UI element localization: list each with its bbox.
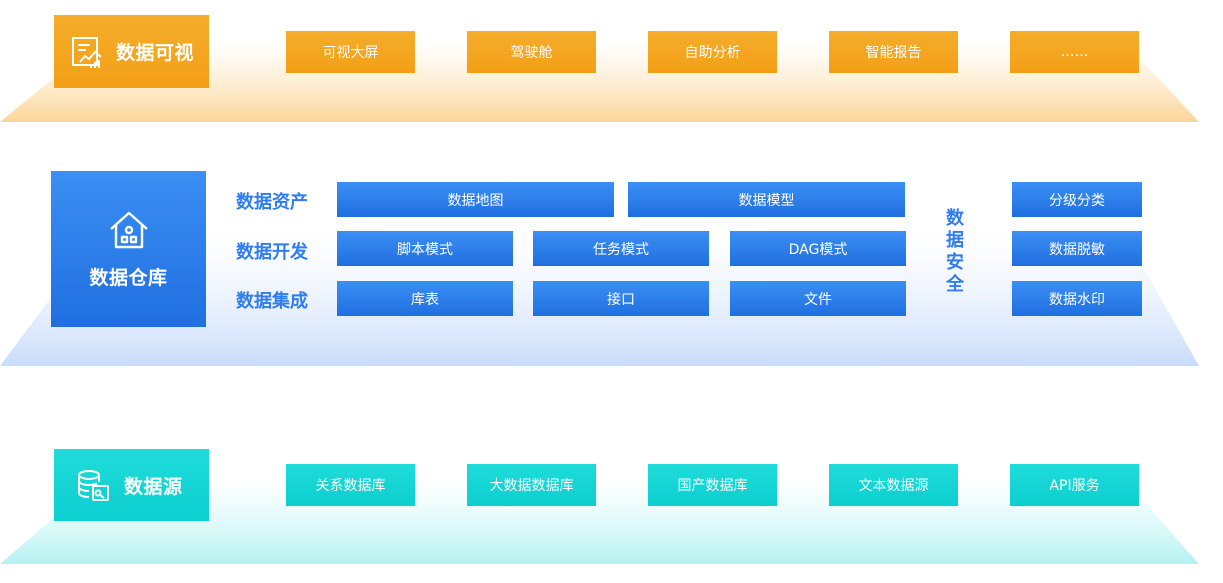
warehouse-item: DAG模式 <box>730 231 906 266</box>
warehouse-item: 任务模式 <box>533 231 709 266</box>
house-icon <box>108 209 150 251</box>
security-item: 数据脱敏 <box>1012 231 1142 266</box>
warehouse-layer-label: 数据仓库 <box>89 266 168 289</box>
warehouse-item: 数据模型 <box>628 182 905 217</box>
chart-report-icon <box>70 35 104 69</box>
source-layer-label: 数据源 <box>124 475 183 498</box>
visualization-item: …… <box>1010 31 1139 73</box>
source-item: 关系数据库 <box>286 464 415 506</box>
warehouse-item: 库表 <box>337 281 513 316</box>
row-label-data-integration: 数据集成 <box>236 291 308 312</box>
source-item: 大数据数据库 <box>467 464 596 506</box>
security-item: 分级分类 <box>1012 182 1142 217</box>
source-item: 国产数据库 <box>648 464 777 506</box>
security-item: 数据水印 <box>1012 281 1142 316</box>
visualization-item: 可视大屏 <box>286 31 415 73</box>
source-item: API服务 <box>1010 464 1139 506</box>
visualization-item: 驾驶舱 <box>467 31 596 73</box>
warehouse-item: 文件 <box>730 281 906 316</box>
visualization-layer-label: 数据可视 <box>116 42 195 64</box>
source-layer-title: 数据源 <box>54 449 209 521</box>
warehouse-item: 脚本模式 <box>337 231 513 266</box>
warehouse-item: 接口 <box>533 281 709 316</box>
database-icon <box>76 468 110 502</box>
data-security-label: 数据安全 <box>946 208 964 295</box>
warehouse-item: 数据地图 <box>337 182 614 217</box>
warehouse-layer-title: 数据仓库 <box>51 171 206 327</box>
visualization-item: 自助分析 <box>648 31 777 73</box>
visualization-layer-title: 数据可视 <box>54 15 209 88</box>
row-label-data-development: 数据开发 <box>236 242 308 263</box>
row-label-data-assets: 数据资产 <box>236 192 308 213</box>
visualization-item: 智能报告 <box>829 31 958 73</box>
source-item: 文本数据源 <box>829 464 958 506</box>
